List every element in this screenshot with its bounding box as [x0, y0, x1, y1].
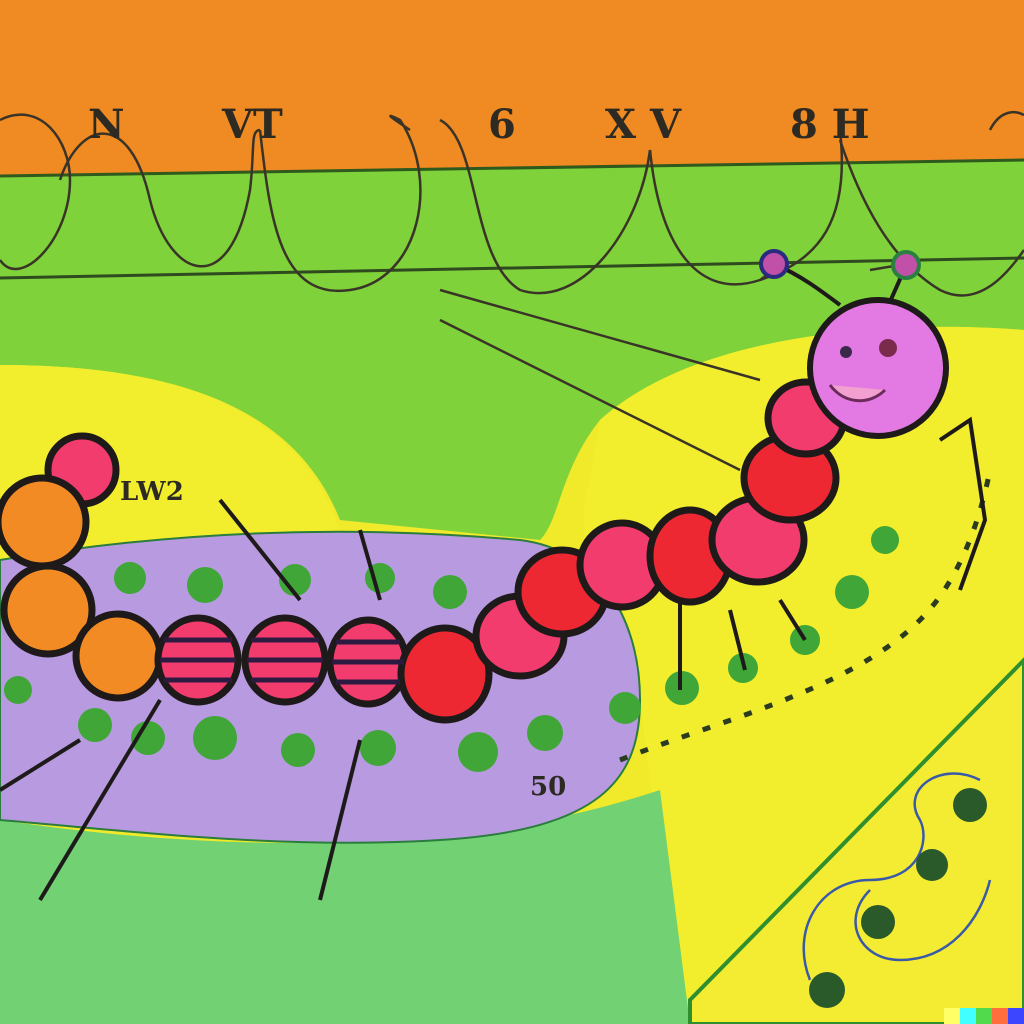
top-label: 6: [488, 101, 516, 148]
color-watermark: [944, 1008, 1024, 1024]
horizon-line: [0, 256, 1024, 280]
watermark-swatch: [960, 1008, 976, 1024]
lower-green-field: [0, 790, 690, 1024]
bead-chain-dots: [809, 788, 987, 1008]
watermark-swatch: [1008, 1008, 1024, 1024]
body-segment: [0, 474, 90, 570]
body-segment: [0, 562, 96, 658]
green-dots: [4, 526, 899, 772]
caterpillar-legs: [0, 416, 988, 902]
smile: [828, 384, 887, 403]
orange-sky-band: [0, 0, 1024, 175]
top-label: VT: [221, 101, 283, 148]
watermark-swatch: [992, 1008, 1008, 1024]
watermark-swatch: [976, 1008, 992, 1024]
dotted-trail: [619, 469, 993, 763]
side-label-left: LW2: [120, 477, 184, 507]
bead-chain: [802, 772, 992, 981]
antenna-tip: [759, 249, 789, 279]
green-diagonal-wedge: [688, 657, 1024, 1024]
top-label: X V: [605, 101, 682, 148]
top-labels: N VT 6 X V 8 H: [88, 101, 870, 148]
top-label: N: [88, 101, 125, 148]
body-segment: [72, 610, 164, 702]
body-segment: [397, 624, 493, 724]
top-label: 8 H: [790, 101, 870, 148]
caterpillar-head: [759, 249, 949, 439]
horizon-line: [0, 158, 1024, 178]
eye: [840, 346, 852, 358]
antenna-tip: [891, 250, 921, 280]
side-label-bottom: 50: [530, 772, 566, 802]
watermark-swatch: [944, 1008, 960, 1024]
segment-stripes: [160, 637, 404, 685]
eye: [879, 339, 897, 357]
